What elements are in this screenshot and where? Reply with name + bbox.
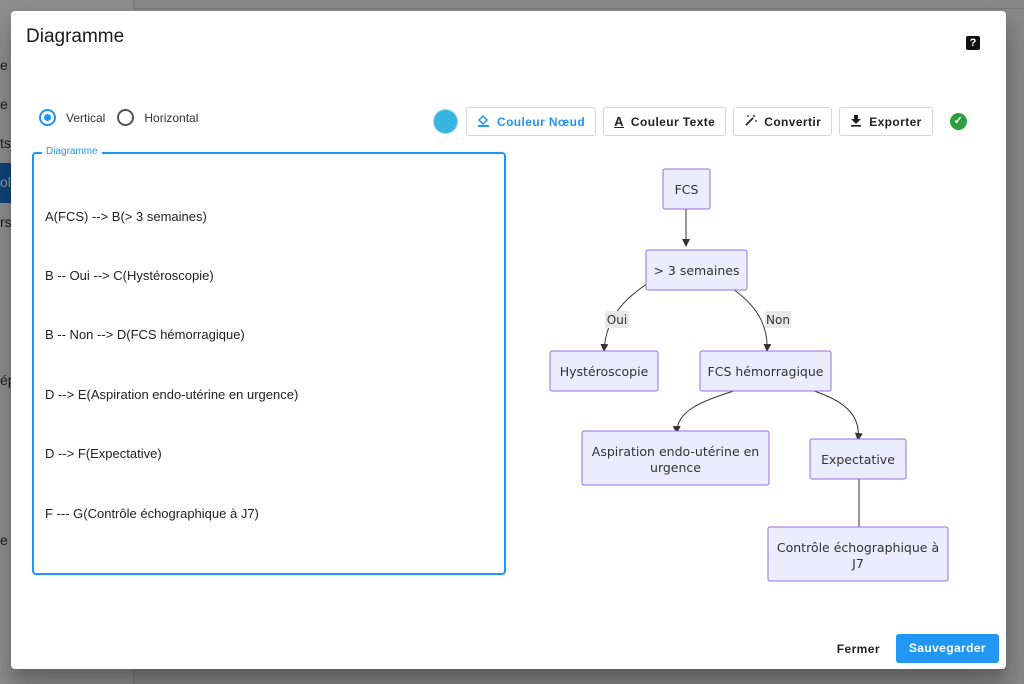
code-line: F --- G(Contrôle échographique à J7) (45, 505, 259, 521)
node-fcs-hemorragique-label: FCS hémorragique (708, 364, 824, 379)
edge-d-e (672, 389, 738, 434)
edge-d-f (810, 389, 863, 441)
radio-horizontal-label: Horizontal (144, 110, 199, 125)
edge-label-non-text: Non (766, 313, 790, 327)
radio-vertical[interactable]: Vertical (39, 109, 105, 126)
close-button[interactable]: Fermer (836, 641, 880, 656)
node-fcs[interactable]: FCS (662, 168, 711, 210)
export-label: Exporter (869, 114, 922, 129)
edge-label-non: Non (765, 311, 791, 328)
flowchart-svg: Oui Non FCS > 3 semaines Hystéroscopie (549, 168, 949, 582)
text-color-label: Couleur Texte (630, 114, 716, 129)
dialog-title: Diagramme (26, 26, 125, 47)
background-sidebar-item: e (0, 96, 8, 112)
background-divider (134, 8, 1024, 9)
code-line: B -- Oui --> C(Hystéroscopie) (45, 267, 214, 283)
editor-legend: Diagramme (42, 146, 102, 157)
node-color-label: Couleur Nœud (497, 114, 586, 129)
node-hysteroscopie[interactable]: Hystéroscopie (549, 350, 659, 392)
code-line: D --> E(Aspiration endo-utérine en urgen… (45, 386, 299, 402)
dialog-footer: Fermer Sauvegarder (837, 634, 999, 663)
background-sidebar-item: rs (0, 214, 12, 230)
edge-label-oui-text: Oui (607, 313, 627, 327)
save-button[interactable]: Sauvegarder (895, 634, 999, 663)
radio-checked-icon[interactable] (39, 109, 56, 126)
background-sidebar-item: e (0, 532, 8, 548)
paint-bucket-icon (477, 114, 490, 130)
radio-horizontal[interactable]: Horizontal (117, 109, 198, 126)
diagram-preview: Oui Non FCS > 3 semaines Hystéroscopie (531, 146, 991, 586)
diagram-toolbar: Couleur Nœud A Couleur Texte Convertir E… (433, 107, 967, 136)
orientation-radio-group: Vertical Horizontal (39, 109, 210, 126)
convert-label: Convertir (764, 114, 822, 129)
convert-button[interactable]: Convertir (733, 107, 833, 136)
check-circle-icon: ✓ (949, 113, 967, 130)
background-sidebar-item: ts (0, 135, 11, 151)
node-fcs-label: FCS (675, 182, 699, 197)
code-line: A(FCS) --> B(> 3 semaines) (45, 208, 207, 224)
edge-label-oui: Oui (605, 311, 629, 328)
node-expectative-label: Expectative (821, 452, 895, 467)
code-line: D --> F(Expectative) (45, 446, 162, 462)
background-sidebar-item: e (0, 57, 8, 73)
node-aspiration-label-line1: Aspiration endo-utérine en (592, 444, 759, 459)
node-fcs-hemorragique[interactable]: FCS hémorragique (699, 350, 832, 392)
node-color-button[interactable]: Couleur Nœud (466, 107, 597, 136)
node-controle-label-line2: J7 (851, 556, 864, 571)
node-3-semaines[interactable]: > 3 semaines (645, 249, 748, 291)
code-line: B -- Non --> D(FCS hémorragique) (45, 327, 245, 343)
text-color-button[interactable]: A Couleur Texte (603, 107, 727, 136)
node-color-swatch[interactable] (433, 109, 458, 134)
editor-code-text[interactable]: A(FCS) --> B(> 3 semaines) B -- Oui --> … (45, 167, 298, 563)
node-hysteroscopie-label: Hystéroscopie (560, 364, 649, 379)
radio-unchecked-icon[interactable] (117, 109, 135, 126)
radio-vertical-label: Vertical (66, 110, 106, 125)
magic-wand-icon (744, 113, 758, 130)
text-color-icon: A (614, 114, 624, 129)
node-aspiration[interactable]: Aspiration endo-utérine en urgence (581, 430, 770, 486)
node-expectative[interactable]: Expectative (809, 438, 907, 480)
export-button[interactable]: Exporter (839, 107, 933, 136)
diagram-code-editor[interactable]: Diagramme A(FCS) --> B(> 3 semaines) B -… (32, 146, 506, 575)
download-icon (850, 114, 862, 130)
node-3-semaines-label: > 3 semaines (653, 263, 739, 278)
node-aspiration-label-line2: urgence (650, 460, 701, 475)
node-controle[interactable]: Contrôle échographique à J7 (767, 526, 949, 582)
diagram-dialog: Diagramme ? Vertical Horizontal Couleur … (11, 11, 1006, 669)
node-controle-label-line1: Contrôle échographique à (777, 540, 939, 555)
question-icon[interactable]: ? (966, 36, 980, 50)
